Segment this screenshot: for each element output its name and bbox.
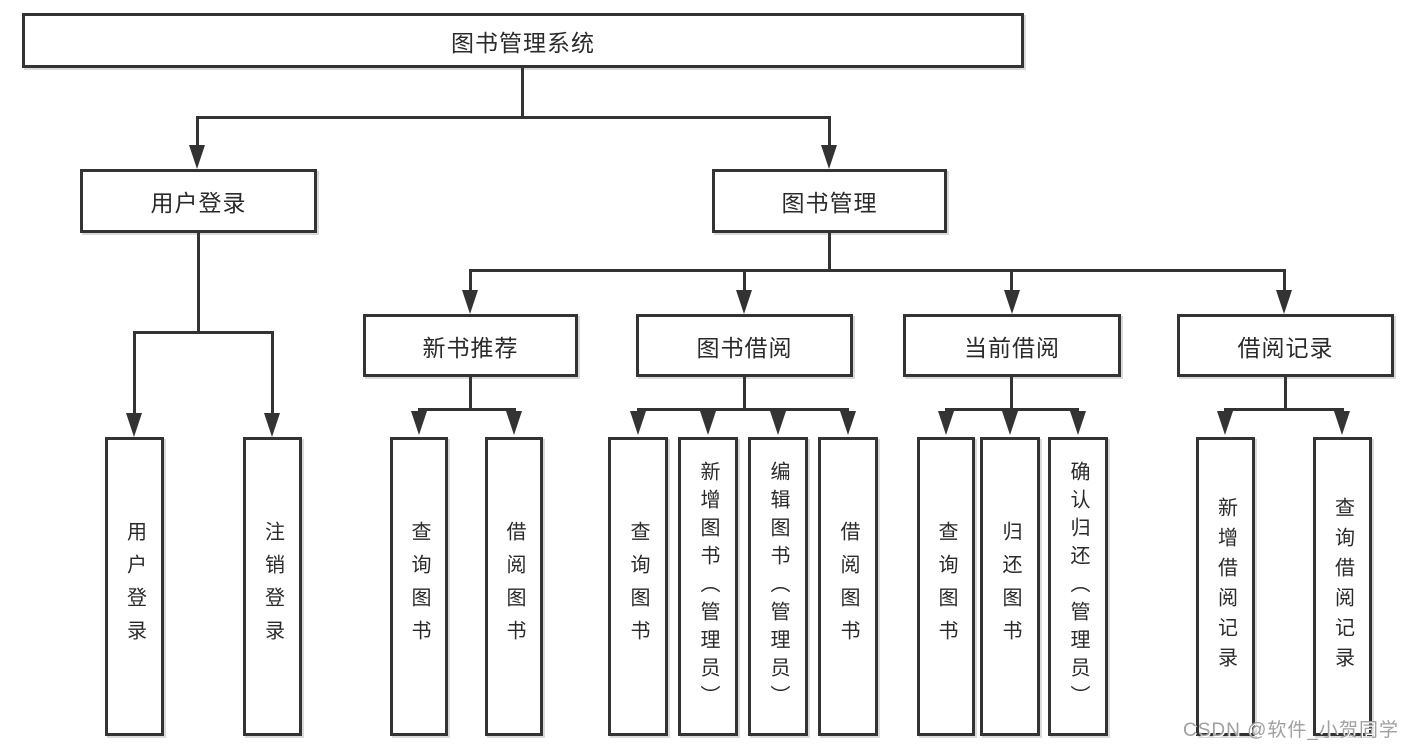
- arrow-down-icon: [264, 413, 280, 437]
- arrow-down-icon: [1070, 411, 1086, 435]
- arrow-down-icon: [1276, 290, 1292, 314]
- leaf-add-book-admin: 新增图书（管理员）: [678, 437, 738, 736]
- arrow-down-icon: [700, 411, 716, 435]
- connector-vline: [1010, 377, 1013, 411]
- connector-vline: [521, 68, 524, 119]
- arrow-down-icon: [630, 411, 646, 435]
- connector-vline: [828, 233, 831, 272]
- leaf-add-borrow-record: 新增借阅记录: [1196, 437, 1255, 736]
- connector-vline: [469, 377, 472, 411]
- arrow-down-icon: [1004, 290, 1020, 314]
- leaf-query-borrow-record: 查询借阅记录: [1313, 437, 1372, 736]
- connector-hline: [418, 408, 516, 411]
- connector-hline: [196, 116, 831, 119]
- arrow-down-icon: [1334, 411, 1350, 435]
- arrow-down-icon: [840, 411, 856, 435]
- node-borrow-records: 借阅记录: [1177, 314, 1394, 377]
- leaf-logout: 注销登录: [243, 437, 302, 736]
- leaf-query-books: 查询图书: [390, 437, 448, 736]
- connector-vline: [828, 116, 831, 147]
- node-current-borrow: 当前借阅: [903, 314, 1121, 377]
- arrow-down-icon: [506, 411, 522, 435]
- connector-vline: [1284, 377, 1287, 411]
- connector-hline: [469, 269, 1286, 272]
- leaf-query-books: 查询图书: [608, 437, 668, 736]
- connector-vline: [743, 377, 746, 411]
- arrow-down-icon: [126, 413, 142, 437]
- connector-hline: [945, 408, 1079, 411]
- arrow-down-icon: [189, 145, 205, 169]
- arrow-down-icon: [938, 411, 954, 435]
- node-book-management: 图书管理: [712, 169, 947, 233]
- arrow-down-icon: [411, 411, 427, 435]
- connector-vline: [469, 269, 472, 292]
- arrow-down-icon: [1002, 411, 1018, 435]
- leaf-query-books: 查询图书: [917, 437, 975, 736]
- connector-vline: [743, 269, 746, 292]
- node-library-system: 图书管理系统: [22, 13, 1024, 68]
- connector-vline: [196, 116, 199, 147]
- watermark: CSDN @软件_小贺同学: [1183, 720, 1399, 741]
- leaf-edit-book-admin: 编辑图书（管理员）: [748, 437, 808, 736]
- connector-hline: [133, 331, 274, 334]
- arrow-down-icon: [462, 290, 478, 314]
- arrow-down-icon: [770, 411, 786, 435]
- node-user-login: 用户登录: [80, 169, 317, 233]
- connector-hline: [1224, 408, 1344, 411]
- connector-hline: [637, 408, 849, 411]
- leaf-user-login: 用户登录: [105, 437, 164, 736]
- leaf-confirm-return-admin: 确认归还（管理员）: [1048, 437, 1108, 736]
- connector-vline: [1010, 269, 1013, 292]
- arrow-down-icon: [821, 145, 837, 169]
- node-book-borrow: 图书借阅: [636, 314, 853, 377]
- connector-vline: [271, 331, 274, 415]
- connector-vline: [197, 233, 200, 334]
- leaf-borrow-books: 借阅图书: [818, 437, 878, 736]
- connector-vline: [133, 331, 136, 415]
- leaf-borrow-books: 借阅图书: [485, 437, 543, 736]
- arrow-down-icon: [1217, 411, 1233, 435]
- arrow-down-icon: [736, 290, 752, 314]
- node-new-book-recommend: 新书推荐: [363, 314, 578, 377]
- leaf-return-book: 归还图书: [980, 437, 1040, 736]
- connector-vline: [1283, 269, 1286, 292]
